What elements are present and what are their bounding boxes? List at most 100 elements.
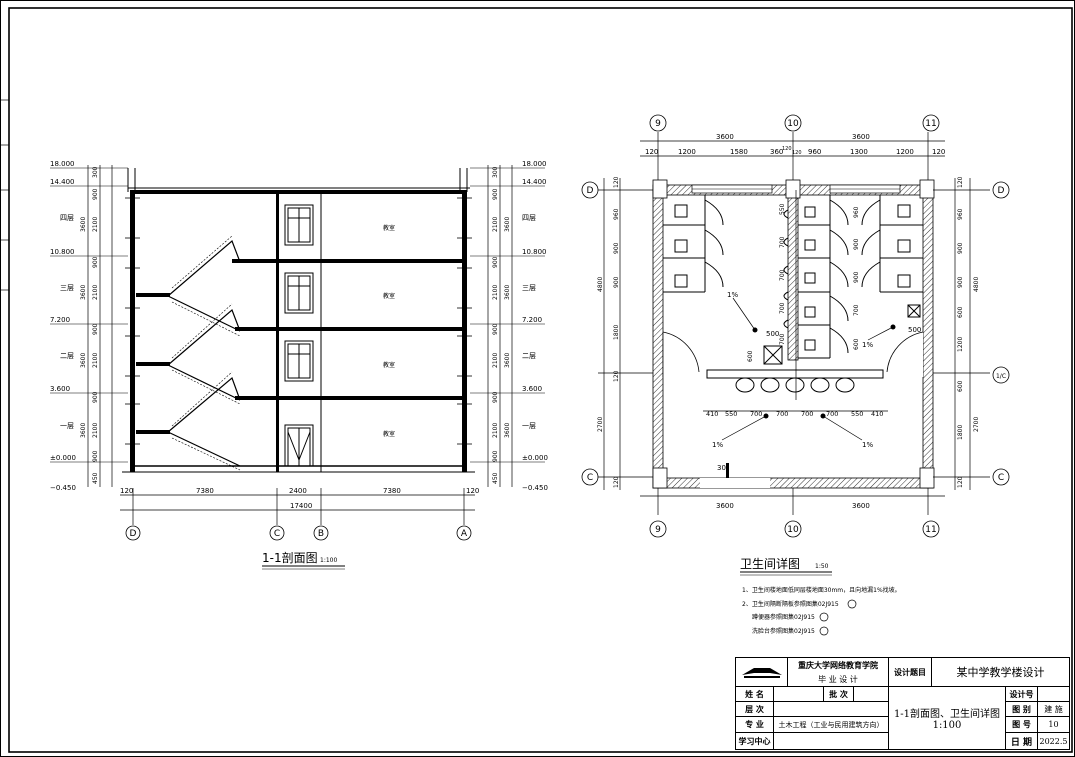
dim-text: 7380 [196, 487, 214, 495]
floor-label: 三层 [522, 284, 536, 292]
level-value [774, 702, 888, 717]
batch-label: 批 次 [824, 687, 854, 702]
section-drawing: 教室 教室 教室 教室 18.000 14.400 10.800 7.200 3… [50, 160, 548, 570]
toilet-plan: 1% 1% 1% 1% 30 500 500 550 700 700 700 7… [581, 114, 1010, 636]
dim-text: 700 [779, 236, 786, 248]
school-logo [736, 658, 788, 687]
dim-text: 900 [492, 323, 499, 335]
dim-text: 600 [957, 306, 964, 318]
dim-text: 960 [613, 208, 620, 220]
dim-text: 120 [613, 476, 620, 488]
dim-text: 2400 [289, 487, 307, 495]
dim-text: 2700 [973, 417, 980, 432]
floor-label: 四层 [522, 214, 536, 222]
dim-text: 120 [957, 176, 964, 188]
dim-text: 300 [492, 166, 499, 178]
category-value: 建 施 [1038, 702, 1069, 717]
dim-total: 17400 [290, 502, 312, 510]
dim-text: 900 [92, 450, 99, 462]
elevation-right: 10.800 [522, 248, 547, 256]
dim-text: 120 [957, 476, 964, 488]
dim-text: 3600 [504, 423, 511, 438]
elevation-right: ±0.000 [522, 454, 548, 462]
dim-text: 120 [613, 176, 620, 188]
dim-text: 900 [492, 391, 499, 403]
dim-text: 2700 [597, 417, 604, 432]
dim-text: 1200 [678, 148, 696, 156]
dim-text: 4800 [973, 277, 980, 292]
dim-text: 360 [770, 148, 783, 156]
dim-text: 500 [908, 326, 921, 334]
floor-label: 二层 [522, 352, 536, 360]
dim-text: 2100 [492, 217, 499, 232]
dim-text: 1200 [896, 148, 914, 156]
axis-label: B [318, 529, 324, 539]
name-value [774, 687, 824, 702]
dim-text: 550 [725, 410, 737, 418]
category-label: 图 别 [1006, 702, 1038, 717]
batch-value [854, 687, 888, 702]
elevation-right: 18.000 [522, 160, 547, 168]
level-label: 层 次 [736, 702, 774, 717]
floor-label: 三层 [60, 284, 74, 292]
floor-label: 四层 [60, 214, 74, 222]
axis-label: 11 [925, 525, 936, 535]
axis-label: 11 [925, 119, 936, 129]
toilet-title: 卫生间详图 [740, 556, 800, 571]
dim-text: 7380 [383, 487, 401, 495]
dim-text: 1580 [730, 148, 748, 156]
axis-label: C [998, 473, 1004, 483]
elevation-right: 7.200 [522, 316, 542, 324]
dim-text: 120 [613, 370, 620, 382]
elevation-left: ±0.000 [50, 454, 76, 462]
room-label: 教室 [383, 361, 395, 369]
floor-label: 二层 [60, 352, 74, 360]
sheet-frame [8, 7, 1073, 753]
dim-text: 900 [613, 242, 620, 254]
dim-text: 2100 [92, 285, 99, 300]
dim-text: 700 [853, 304, 860, 316]
floor-label: 一层 [522, 422, 536, 430]
dim-text: 700 [801, 410, 813, 418]
dim-text: 700 [776, 410, 788, 418]
axis-label: C [587, 473, 593, 483]
dim-text: 900 [853, 238, 860, 250]
axis-label: D [998, 186, 1005, 196]
elevation-left: 3.600 [50, 385, 70, 393]
slope-label: 1% [712, 441, 723, 449]
note-line: 蹲便器参照图集02J915 [752, 613, 815, 621]
room-label: 教室 [383, 224, 395, 232]
dim-text: 2100 [492, 285, 499, 300]
dim-text: 3600 [716, 502, 734, 510]
dim-text: 960 [957, 208, 964, 220]
drawing-no-label: 图 号 [1006, 717, 1038, 733]
toilet-scale: 1:50 [815, 563, 829, 570]
slope-label: 1% [727, 291, 738, 299]
dim-text: 2100 [92, 353, 99, 368]
dim-text: 1300 [850, 148, 868, 156]
dim-text: 900 [492, 450, 499, 462]
dim-text: 3600 [852, 502, 870, 510]
dim-text: 900 [92, 391, 99, 403]
elevation-right: 3.600 [522, 385, 542, 393]
elevation-left: 10.800 [50, 248, 75, 256]
dim-text: 960 [808, 148, 821, 156]
dim-text: 2100 [492, 423, 499, 438]
design-no-label: 设计号 [1006, 687, 1038, 702]
dim-text: 500 [766, 330, 779, 338]
major-value: 土木工程（工业与民用建筑方向） [774, 717, 888, 733]
dim-text: 3600 [504, 285, 511, 300]
drawing-scale: 1:100 [932, 720, 962, 731]
dim-text: 2100 [92, 217, 99, 232]
elevation-left: −0.450 [50, 484, 76, 492]
dim-text: 3600 [80, 285, 87, 300]
dim-text: 120 [782, 146, 792, 152]
dim-text: 1200 [957, 337, 964, 352]
dim-text: 960 [853, 206, 860, 218]
elevation-left: 14.400 [50, 178, 75, 186]
dim-text: 700 [750, 410, 762, 418]
drawing-no-value: 10 [1038, 717, 1069, 733]
dim-text: 1800 [613, 325, 620, 340]
dim-text: 900 [492, 256, 499, 268]
